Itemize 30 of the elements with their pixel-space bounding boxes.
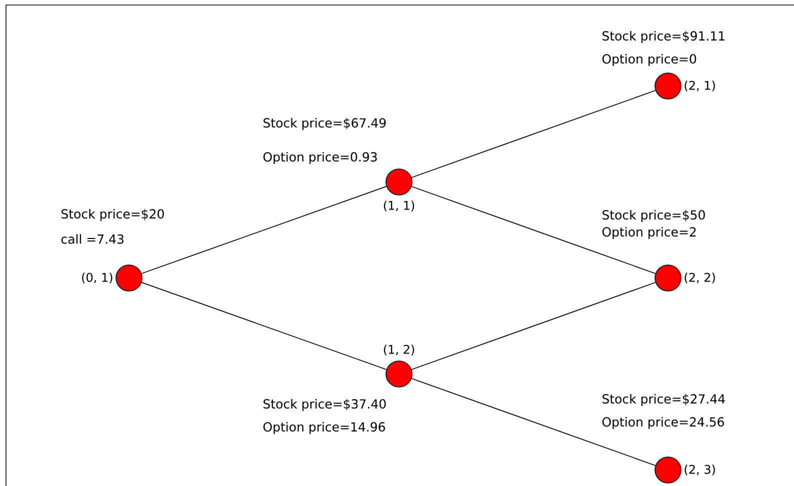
connector-line (411, 186, 656, 274)
tree-node (386, 360, 412, 388)
node-label: (0, 1) (82, 272, 112, 284)
price-label: Option price=0.93 (263, 152, 377, 164)
node-label: (2, 2) (684, 272, 715, 284)
node-label: (2, 3) (684, 464, 715, 476)
price-label: Option price=0 (602, 54, 696, 66)
node-label: (1, 1) (384, 200, 414, 212)
tree-node (654, 264, 682, 292)
node-label: (1, 2) (384, 344, 414, 356)
connector-line (141, 186, 387, 274)
price-label: Stock price=$50 (602, 210, 705, 222)
price-label: Stock price=$20 (62, 208, 164, 222)
price-label: Stock price=$67.49 (264, 118, 386, 130)
connector-line (411, 378, 656, 466)
connector-line (141, 282, 387, 370)
price-label: Stock price=$37.40 (264, 398, 386, 412)
price-label: call =7.43 (61, 234, 124, 244)
tree-node (654, 456, 682, 484)
connector-line (411, 90, 656, 178)
price-label: Option price=24.56 (602, 416, 724, 430)
price-label: Stock price=$27.44 (602, 394, 725, 406)
node-label: (2, 1) (684, 80, 715, 92)
tree-node (116, 264, 142, 292)
connector-line (411, 282, 656, 370)
tree-node (386, 168, 412, 196)
tree-node (654, 72, 682, 100)
price-label: Stock price=$91.11 (602, 30, 724, 44)
price-label: Option price=2 (602, 226, 696, 240)
price-label: Option price=14.96 (263, 422, 385, 434)
